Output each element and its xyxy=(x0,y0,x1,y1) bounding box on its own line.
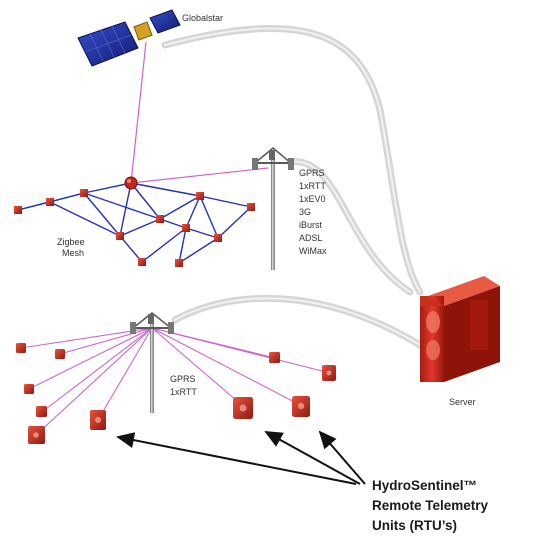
callout-line2: Remote Telemetry xyxy=(372,498,489,513)
tower1-protocol-list: GPRS 1xRTT 1xEV0 3G iBurst ADSL WiMax xyxy=(299,168,327,256)
zigbee-mesh-links xyxy=(17,182,252,264)
tower1-protocol: iBurst xyxy=(299,220,323,230)
mesh-node xyxy=(175,259,183,267)
callout-line3: Units (RTU’s) xyxy=(372,518,457,533)
zigbee-nodes xyxy=(14,189,255,267)
mesh-node xyxy=(46,198,54,206)
zigbee-label-line1: Zigbee xyxy=(57,237,85,247)
mesh-to-tower1-link xyxy=(130,167,269,184)
rtu-unit xyxy=(269,352,280,363)
mesh-node xyxy=(182,224,190,232)
zigbee-label-line2: Mesh xyxy=(62,248,84,258)
mesh-node xyxy=(14,206,22,214)
tower1-protocol: 1xRTT xyxy=(299,181,326,191)
tower1-protocol: GPRS xyxy=(299,168,325,178)
mesh-node xyxy=(138,258,146,266)
callout-arrows xyxy=(116,430,366,485)
backhaul-links xyxy=(161,25,424,349)
satellite-downlink xyxy=(130,41,147,184)
tower1-protocol: WiMax xyxy=(299,246,327,256)
mesh-node xyxy=(214,234,222,242)
satellite-label: Globalstar xyxy=(182,13,223,23)
rtu-unit xyxy=(24,384,34,394)
mesh-node xyxy=(80,189,88,197)
mesh-node xyxy=(196,192,204,200)
mesh-node xyxy=(247,203,255,211)
tower1-protocol: ADSL xyxy=(299,233,323,243)
cell-tower-2-icon xyxy=(130,312,174,413)
tower1-protocol: 1xEV0 xyxy=(299,194,326,204)
tower1-protocol: 3G xyxy=(299,207,311,217)
rtu-unit xyxy=(36,406,47,417)
server-icon xyxy=(420,276,500,382)
tower2-radio-links xyxy=(20,327,331,436)
callout-line1: HydroSentinel™ xyxy=(372,478,477,493)
rtu-unit xyxy=(16,343,26,353)
rtu-unit xyxy=(55,349,65,359)
mesh-node xyxy=(116,232,124,240)
cell-tower-1-icon xyxy=(252,147,294,270)
tower2-protocol: 1xRTT xyxy=(170,387,197,397)
rtu-units xyxy=(16,343,336,444)
satellite-icon xyxy=(77,9,181,67)
tower2-protocol: GPRS xyxy=(170,374,196,384)
server-label: Server xyxy=(449,397,476,407)
mesh-node xyxy=(156,215,164,223)
mesh-coordinator-icon xyxy=(124,176,138,190)
